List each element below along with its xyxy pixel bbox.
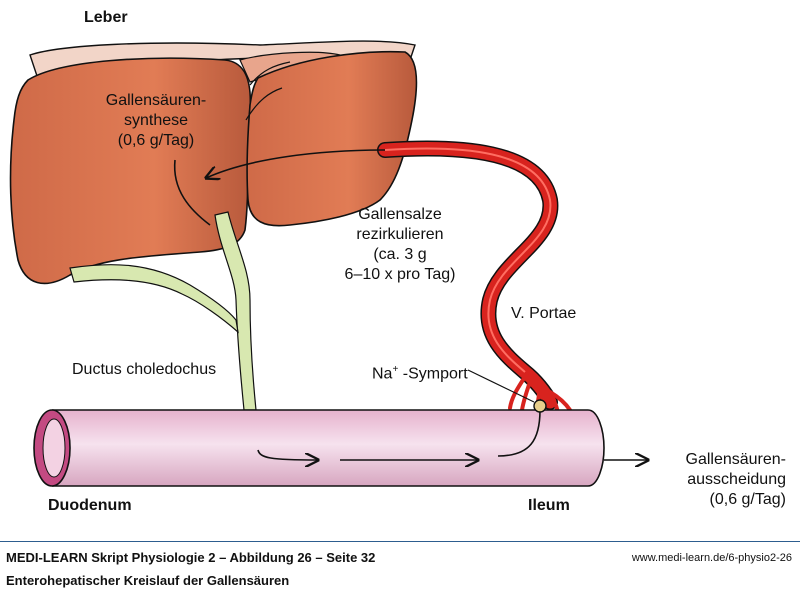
synthesis-line-1: Gallensäuren- xyxy=(105,92,207,109)
excretion-label: Gallensäuren- ausscheidung (0,6 g/Tag) xyxy=(656,450,787,510)
synthesis-curve xyxy=(173,159,211,226)
symport-text: -Symport xyxy=(398,365,468,383)
ductus-label: Ductus choledochus xyxy=(72,361,217,378)
recirc-line-4: 6–10 x pro Tag) xyxy=(344,266,456,283)
excretion-line-2: ausscheidung xyxy=(687,471,786,488)
leber-label: Leber xyxy=(84,9,128,26)
recirc-label: Gallensalze rezirkulieren (ca. 3 g 6–10 … xyxy=(330,205,470,285)
portal-vein-highlight xyxy=(384,147,552,373)
recirc-arrow xyxy=(206,149,386,178)
symport-pointer xyxy=(467,369,535,403)
recirc-line-2: rezirkulieren xyxy=(356,226,444,243)
synthesis-line-2: synthese xyxy=(123,112,189,129)
symport-na: Na xyxy=(372,365,393,383)
ileum-label: Ileum xyxy=(528,497,570,514)
liver-ligament xyxy=(245,61,291,121)
flow-arrow-reabsorb xyxy=(497,409,541,457)
footer-rule xyxy=(0,541,800,542)
excretion-line-3: (0,6 g/Tag) xyxy=(709,491,786,508)
excretion-line-1: Gallensäuren- xyxy=(685,451,787,468)
liver-right-lobe xyxy=(9,57,252,285)
recirc-line-3: (ca. 3 g xyxy=(373,246,427,263)
liver-left-lobe xyxy=(246,50,418,227)
bile-duct-branch xyxy=(69,264,239,334)
footer-url[interactable]: www.medi-learn.de/6-physio2-26 xyxy=(631,552,792,564)
symport-plus: + xyxy=(392,364,399,375)
enterohepatic-diagram xyxy=(9,40,800,487)
portae-label: V. Portae xyxy=(511,305,577,322)
footer-title: MEDI-LEARN Skript Physiologie 2 – Abbild… xyxy=(6,550,376,565)
flow-arrow-1 xyxy=(257,449,318,460)
intestine-tube xyxy=(52,409,605,487)
recirc-line-1: Gallensalze xyxy=(358,206,442,223)
symport-dot xyxy=(533,399,547,413)
synthesis-label: Gallensäuren- synthese (0,6 g/Tag) xyxy=(96,91,216,151)
duodenum-lumen xyxy=(42,418,66,478)
synthesis-line-3: (0,6 g/Tag) xyxy=(117,132,195,149)
figure-caption: Enterohepatischer Kreislauf der Gallensä… xyxy=(6,573,290,588)
duodenum-label: Duodenum xyxy=(48,497,132,514)
symport-label: Na+ -Symport xyxy=(372,360,468,384)
